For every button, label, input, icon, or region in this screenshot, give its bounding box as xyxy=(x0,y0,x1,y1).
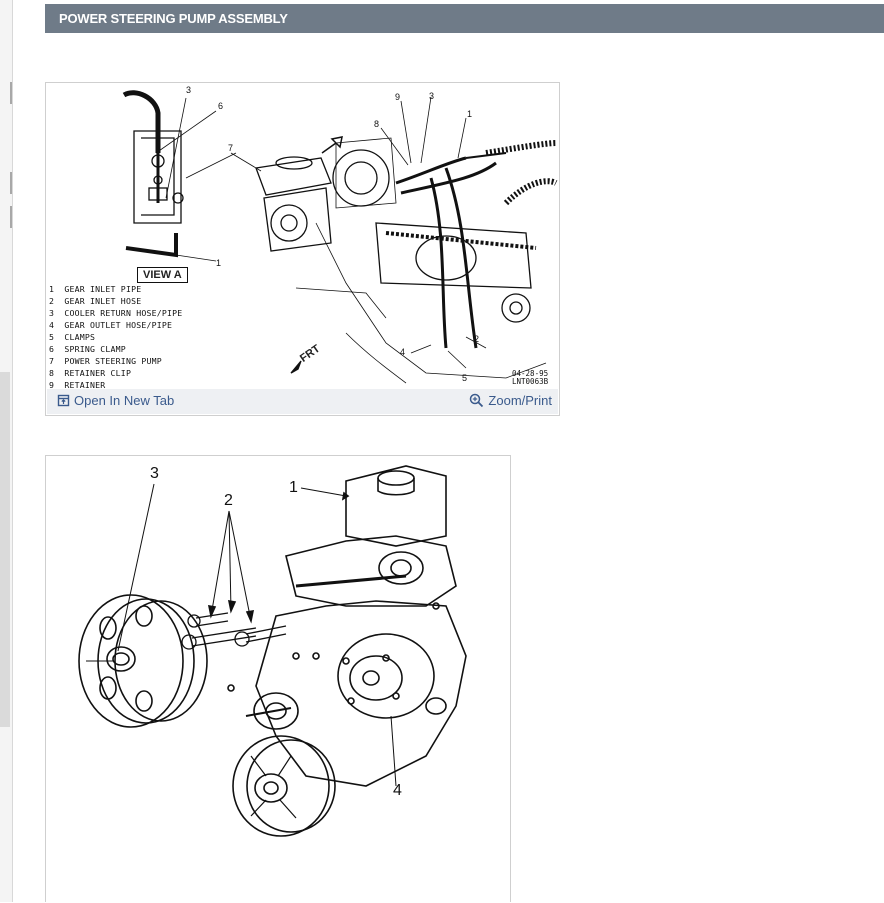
stamp-code: LNT0063B xyxy=(512,377,549,386)
strip-mark xyxy=(10,172,12,194)
callout-9: 9 xyxy=(395,92,401,102)
callout-2: 2 xyxy=(474,334,480,344)
legend-item: 8 RETAINER CLIP xyxy=(49,368,132,378)
open-in-new-tab-link[interactable]: Open In New Tab xyxy=(57,393,174,408)
figure-action-bar: Open In New Tab Zoom/Print xyxy=(47,389,558,414)
zoom-icon xyxy=(470,393,484,408)
stamp-date: 04-28-95 xyxy=(512,369,549,378)
open-new-tab-icon xyxy=(57,394,70,407)
callout-3: 3 xyxy=(429,91,435,101)
strip-mark xyxy=(10,206,12,228)
figure-power-steering-hoses: 3 6 7 1 9 3 8 1 2 4 5 VIEW A FRT 1 GEAR … xyxy=(45,82,560,416)
pulley-diagram-illustration xyxy=(78,465,467,837)
scrollbar-thumb[interactable] xyxy=(0,372,10,727)
legend-item: 5 CLAMPS xyxy=(49,332,96,342)
callout-7: 7 xyxy=(228,143,234,153)
callout-1-view-a: 1 xyxy=(216,258,222,268)
legend-item: 3 COOLER RETURN HOSE/PIPE xyxy=(49,308,183,318)
figure-stamp: 04-28-95 LNT0063B xyxy=(512,370,548,386)
legend-item: 9 RETAINER xyxy=(49,380,106,390)
figure-pump-pulley-assembly: 3 2 1 4 xyxy=(45,455,511,902)
callout-3-view-a: 3 xyxy=(186,85,192,95)
open-in-new-tab-label: Open In New Tab xyxy=(74,393,175,408)
hose-diagram-illustration xyxy=(122,90,558,384)
callout-5: 5 xyxy=(462,373,468,383)
callout-4-water-pump: 4 xyxy=(393,782,402,799)
zoom-print-link[interactable]: Zoom/Print xyxy=(469,393,552,408)
callout-8: 8 xyxy=(374,119,380,129)
view-a-label: VIEW A xyxy=(137,267,188,283)
legend-item: 6 SPRING CLAMP xyxy=(49,344,126,354)
callout-1: 1 xyxy=(467,109,473,119)
callout-3-pulley: 3 xyxy=(150,465,159,482)
section-title: POWER STEERING PUMP ASSEMBLY xyxy=(45,4,884,33)
callout-2-bolts: 2 xyxy=(224,492,233,509)
callout-4: 4 xyxy=(400,347,406,357)
left-scroll-strip xyxy=(0,0,13,902)
parts-legend: 1 GEAR INLET PIPE 2 GEAR INLET HOSE 3 COOL… xyxy=(49,283,182,391)
callout-1-pump: 1 xyxy=(289,479,298,496)
legend-item: 7 POWER STEERING PUMP xyxy=(49,356,162,366)
legend-item: 2 GEAR INLET HOSE xyxy=(49,296,142,306)
strip-mark xyxy=(10,82,12,104)
callout-6: 6 xyxy=(218,101,224,111)
legend-item: 4 GEAR OUTLET HOSE/PIPE xyxy=(49,320,173,330)
legend-item: 1 GEAR INLET PIPE xyxy=(49,284,142,294)
zoom-print-label: Zoom/Print xyxy=(488,393,552,408)
